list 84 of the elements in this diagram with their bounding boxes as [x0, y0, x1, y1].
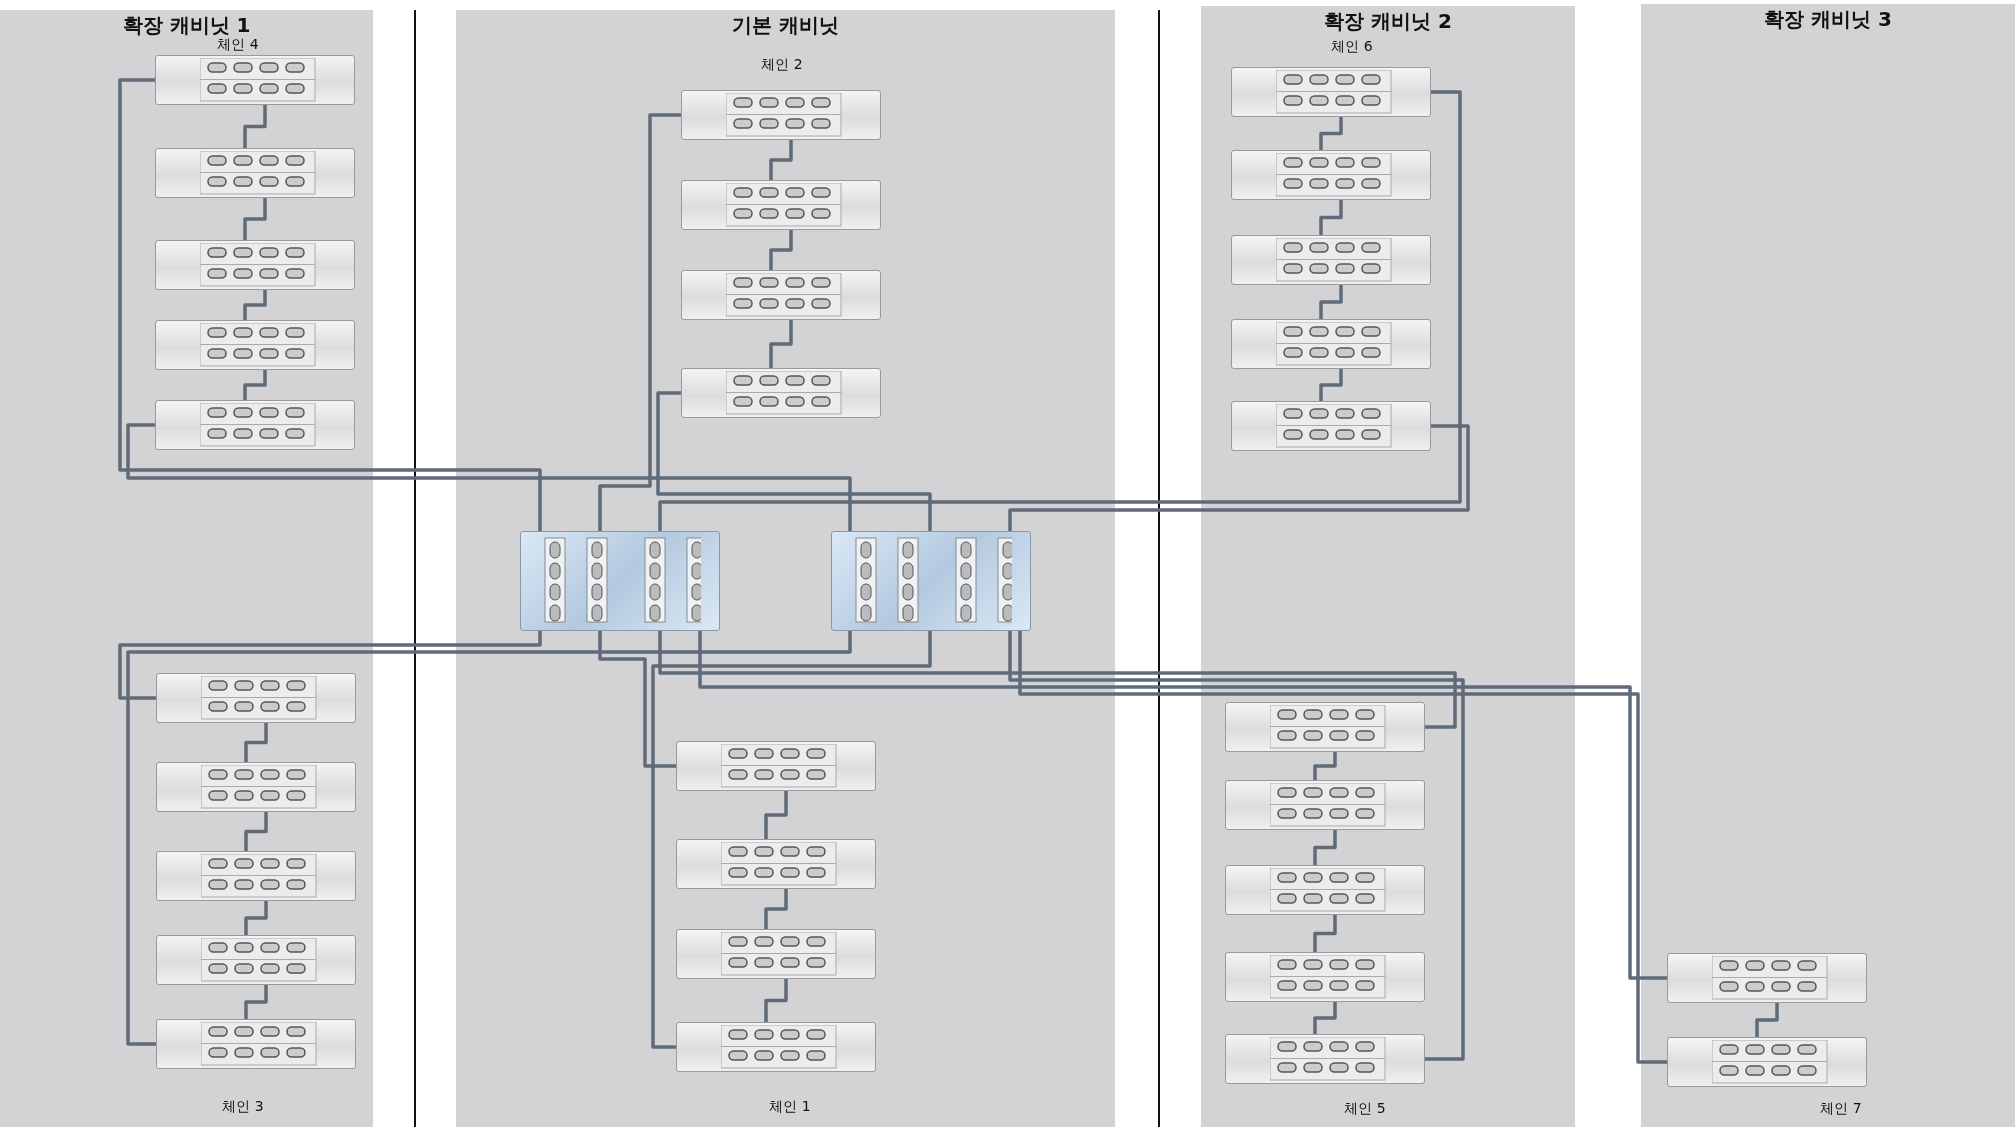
disk-shelf — [1231, 235, 1431, 285]
cabinet-heading: 기본 캐비닛 — [731, 12, 840, 39]
cabinet-panel — [1641, 4, 2015, 1127]
chain-label: 체인 2 — [761, 56, 803, 74]
cabinet-panel — [456, 10, 1115, 1127]
disk-shelf — [676, 1022, 876, 1072]
disk-shelf — [676, 929, 876, 979]
cable — [764, 791, 788, 839]
cabinet-heading: 확장 캐비닛 2 — [1323, 8, 1453, 35]
cable — [1008, 424, 1470, 531]
disk-shelf — [676, 839, 876, 889]
cable — [698, 631, 1667, 980]
cable — [769, 140, 793, 180]
cable — [243, 370, 267, 400]
chain-label: 체인 7 — [1820, 1100, 1862, 1118]
chain-label: 체인 6 — [1331, 38, 1373, 56]
disk-shelf — [1225, 952, 1425, 1002]
cable — [598, 631, 676, 768]
chain-label: 체인 3 — [222, 1098, 264, 1116]
cable — [658, 631, 1457, 729]
cable — [769, 320, 793, 368]
disk-shelf — [156, 762, 356, 812]
cable — [244, 812, 268, 851]
disk-shelf — [1231, 401, 1431, 451]
cabinet-panel — [1201, 6, 1575, 1127]
disk-shelf — [681, 90, 881, 140]
cabinet-panel — [0, 10, 373, 1127]
disk-shelf — [1667, 953, 1867, 1003]
cable — [243, 290, 267, 320]
controller-box — [520, 531, 720, 631]
disk-shelf — [1231, 67, 1431, 117]
cable — [1313, 830, 1337, 865]
disk-shelf — [681, 270, 881, 320]
cable — [769, 230, 793, 270]
cable — [126, 631, 852, 1046]
cable — [118, 631, 542, 700]
disk-shelf — [156, 935, 356, 985]
cable — [244, 723, 268, 762]
cable — [1008, 631, 1465, 1061]
cable — [126, 423, 852, 531]
disk-shelf — [155, 55, 355, 105]
cable — [656, 391, 932, 531]
disk-shelf — [155, 148, 355, 198]
cable — [243, 105, 267, 148]
chain-label: 체인 4 — [217, 36, 259, 54]
chain-label: 체인 5 — [1344, 1100, 1386, 1118]
cable — [1018, 631, 1667, 1064]
cable — [1313, 752, 1337, 780]
cable — [658, 90, 1462, 531]
cable — [1319, 285, 1343, 319]
cable — [1313, 915, 1337, 952]
disk-shelf — [1225, 1034, 1425, 1084]
cable — [1319, 200, 1343, 235]
disk-shelf — [681, 368, 881, 418]
disk-shelf — [155, 320, 355, 370]
disk-shelf — [155, 400, 355, 450]
cable — [651, 631, 932, 1049]
controller-box — [831, 531, 1031, 631]
cable — [243, 198, 267, 240]
cable — [598, 113, 681, 531]
cable — [764, 979, 788, 1022]
disk-shelf — [155, 240, 355, 290]
disk-shelf — [1231, 319, 1431, 369]
cable — [1319, 369, 1343, 401]
disk-shelf — [1225, 865, 1425, 915]
cable — [1319, 117, 1343, 150]
cable — [1313, 1002, 1337, 1034]
cable — [764, 889, 788, 929]
disk-shelf — [156, 673, 356, 723]
cabinet-heading: 확장 캐비닛 1 — [121, 12, 252, 38]
cable — [244, 985, 268, 1019]
cable — [244, 901, 268, 935]
disk-shelf — [156, 851, 356, 901]
disk-shelf — [1225, 702, 1425, 752]
disk-shelf — [1231, 150, 1431, 200]
disk-shelf — [1667, 1037, 1867, 1087]
disk-shelf — [1225, 780, 1425, 830]
disk-shelf — [676, 741, 876, 791]
disk-shelf — [156, 1019, 356, 1069]
cabinet-heading: 확장 캐비닛 3 — [1763, 6, 1893, 33]
disk-shelf — [681, 180, 881, 230]
chain-label: 체인 1 — [769, 1098, 811, 1116]
cable — [118, 78, 542, 531]
cable — [1755, 1003, 1779, 1037]
